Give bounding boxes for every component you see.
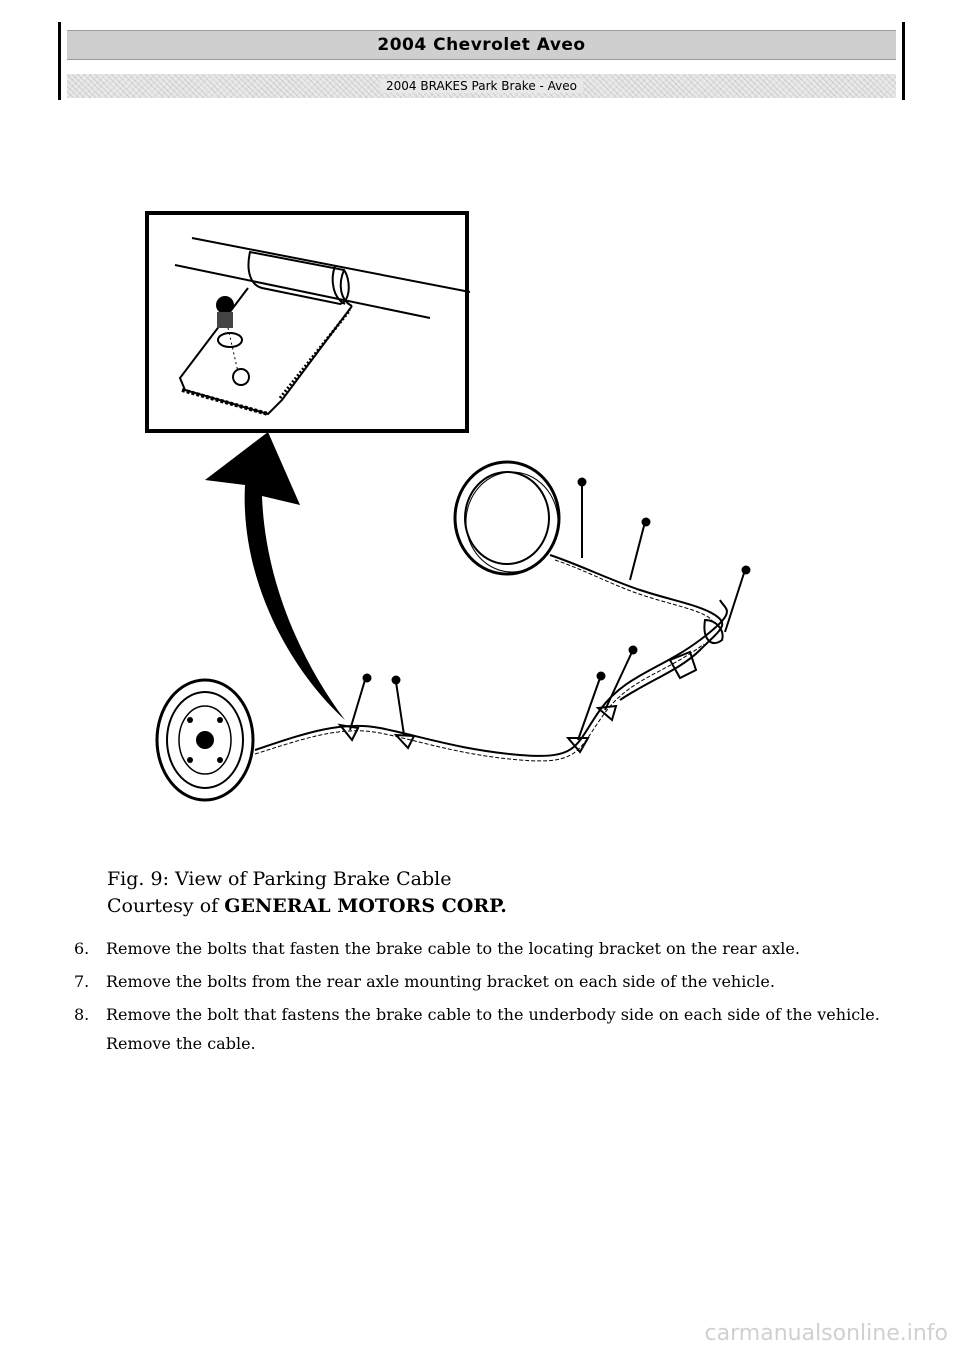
site-watermark: carmanualsonline.info [704, 1321, 948, 1346]
step-number: 8. [74, 1005, 90, 1024]
step-number: 6. [74, 939, 90, 958]
step-item: 7. Remove the bolts from the rear axle m… [74, 967, 904, 996]
brake-cable [254, 554, 728, 762]
inset-detail-box [145, 211, 471, 433]
figure-caption: Fig. 9: View of Parking Brake Cable Cour… [107, 866, 507, 920]
figure-credit: Courtesy of GENERAL MOTORS CORP. [107, 893, 507, 920]
figure-caption-title: Fig. 9: View of Parking Brake Cable [107, 868, 452, 890]
brake-drum-right [453, 460, 561, 576]
step-text: Remove the bolts from the rear axle moun… [106, 972, 775, 991]
step-item: 8. Remove the bolt that fastens the brak… [74, 1000, 904, 1058]
document-subtitle-bar: 2004 BRAKES Park Brake - Aveo [67, 74, 896, 98]
step-item: 6. Remove the bolts that fasten the brak… [74, 934, 904, 963]
header-right-rule [902, 22, 905, 100]
document-title: 2004 Chevrolet Aveo [67, 30, 896, 60]
parking-brake-cable-illustration [145, 211, 751, 802]
callout-arrow [205, 432, 345, 720]
step-text: Remove the bolts that fasten the brake c… [106, 939, 800, 958]
brake-drum-left [155, 678, 255, 802]
figure-credit-org: GENERAL MOTORS CORP. [224, 895, 507, 917]
procedure-steps: 6. Remove the bolts that fasten the brak… [74, 934, 904, 1062]
header-left-rule [58, 22, 61, 100]
step-text: Remove the bolt that fastens the brake c… [106, 1005, 880, 1053]
figure-credit-prefix: Courtesy of [107, 895, 219, 917]
document-subtitle: 2004 BRAKES Park Brake - Aveo [380, 79, 583, 93]
cable-mounting-bolts [337, 477, 751, 754]
step-number: 7. [74, 972, 90, 991]
page-header: 2004 Chevrolet Aveo 2004 BRAKES Park Bra… [58, 22, 905, 100]
